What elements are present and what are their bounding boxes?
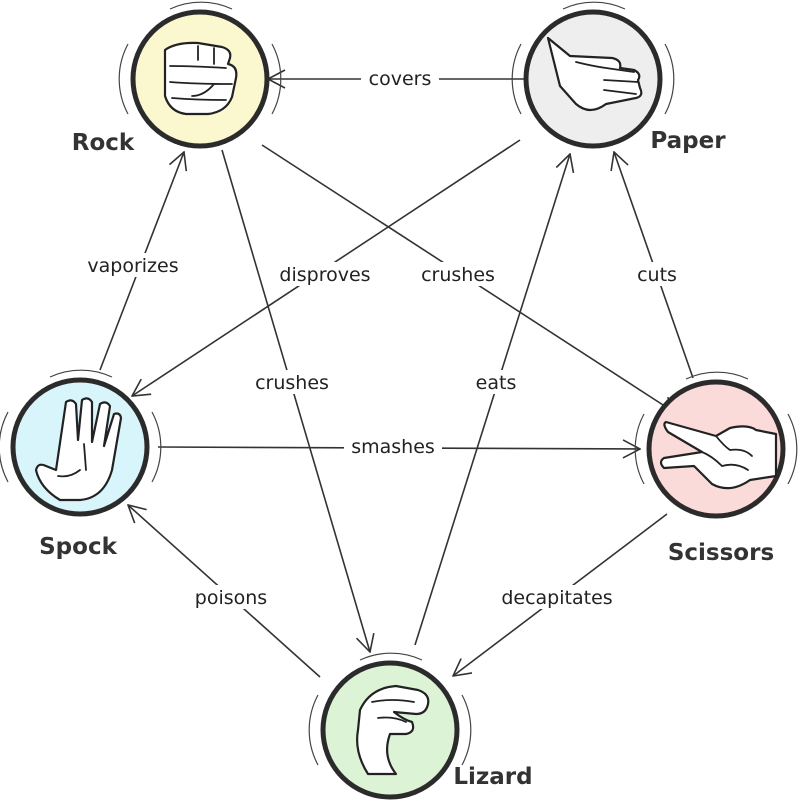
edge-label-smashes: smashes (344, 434, 442, 458)
rock-halo (118, 1, 282, 115)
svg-text:crushes: crushes (421, 264, 495, 286)
lizard-halo (308, 652, 472, 766)
edge-label-crushes-scissors: crushes (413, 262, 503, 286)
edge-label-decapitates: decapitates (490, 585, 624, 609)
node-rock: Rock (72, 1, 282, 156)
svg-text:poisons: poisons (195, 587, 267, 609)
paper-halo (511, 1, 675, 115)
peace-sign-icon (659, 420, 778, 490)
edge-label-vaporizes: vaporizes (77, 253, 189, 277)
spock-halo (0, 369, 162, 483)
scissors-label: Scissors (668, 540, 774, 566)
lizard-hand-icon (356, 684, 430, 776)
edge-lizard-eats-paper (414, 154, 570, 646)
spock-label: Spock (39, 534, 117, 560)
edge-label-disproves: disproves (269, 262, 381, 286)
scissors-halo (634, 371, 798, 485)
edge-label-cuts: cuts (631, 262, 683, 286)
lizard-label: Lizard (453, 764, 532, 790)
svg-text:smashes: smashes (351, 436, 435, 458)
edge-label-eats: eats (469, 370, 523, 394)
node-spock: Spock (0, 369, 162, 560)
svg-text:covers: covers (369, 68, 432, 90)
fist-icon (163, 41, 238, 116)
vulcan-salute-icon (34, 397, 123, 502)
paper-label: Paper (650, 128, 726, 154)
node-scissors: Scissors (634, 371, 798, 566)
node-lizard: Lizard (308, 652, 533, 800)
svg-text:decapitates: decapitates (501, 587, 612, 609)
open-hand-icon (546, 36, 643, 112)
svg-text:cuts: cuts (637, 264, 677, 286)
svg-text:disproves: disproves (279, 264, 370, 286)
svg-text:vaporizes: vaporizes (87, 255, 178, 277)
edge-label-poisons: poisons (185, 585, 277, 609)
edge-label-crushes-lizard: crushes (246, 370, 338, 394)
edge-rock-crushes-lizard (221, 149, 370, 652)
svg-text:crushes: crushes (255, 372, 329, 394)
svg-text:eats: eats (476, 372, 517, 394)
edge-label-covers: covers (361, 66, 439, 90)
node-paper: Paper (511, 1, 726, 154)
rock-label: Rock (72, 130, 135, 156)
